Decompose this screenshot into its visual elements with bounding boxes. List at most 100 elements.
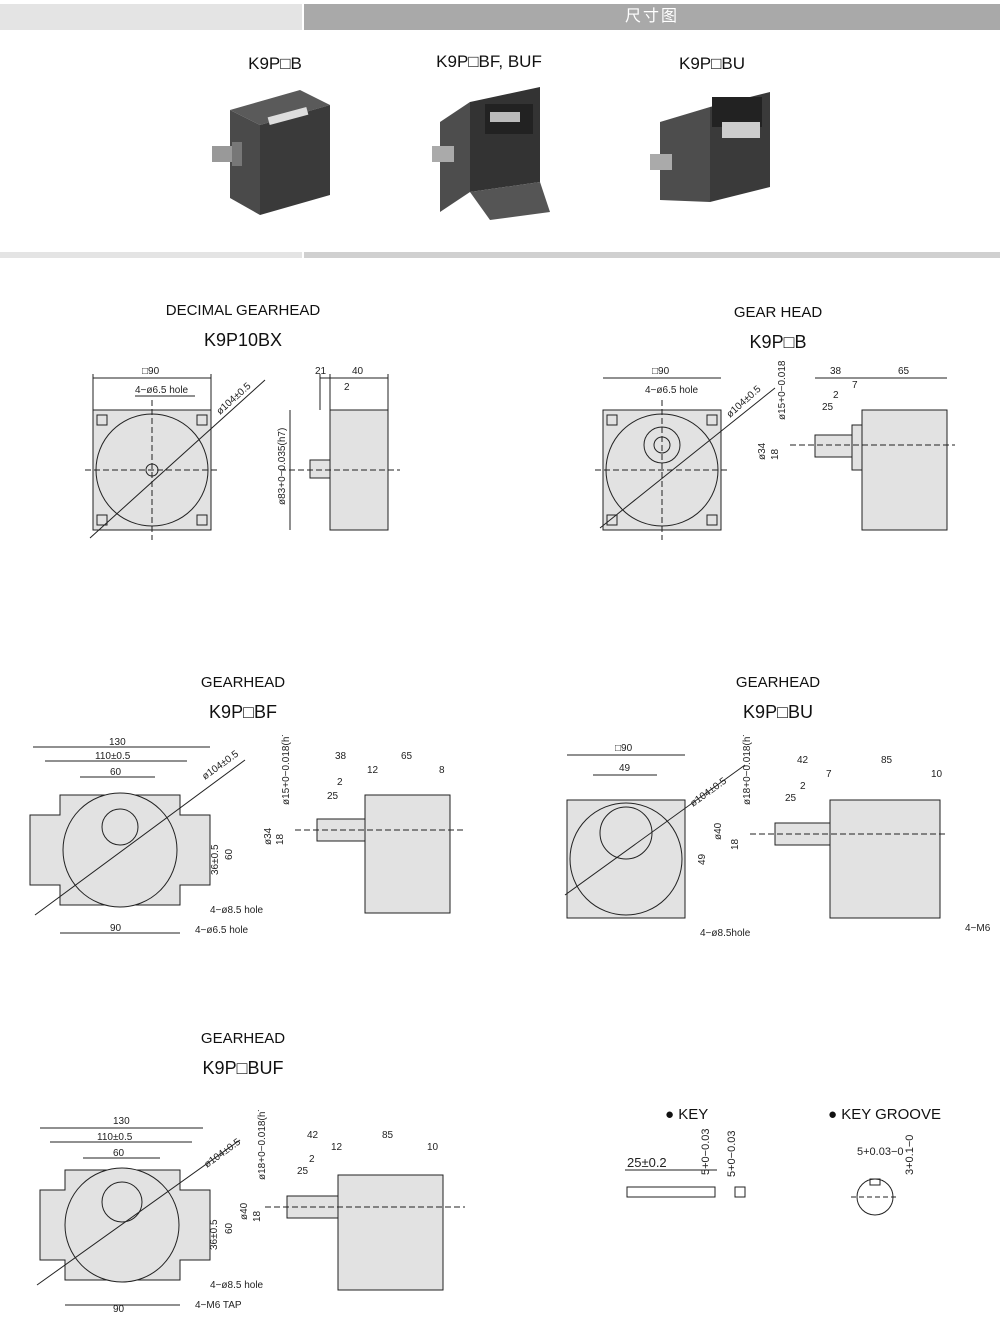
section3-title: GEARHEAD — [200, 674, 286, 691]
dim-25: 25 — [822, 402, 834, 413]
dim-38: 38 — [830, 366, 842, 377]
dim-42: 42 — [797, 755, 809, 766]
dim-25b: 25 — [327, 791, 339, 802]
dim-hole85: 4−ø8.5 hole — [210, 905, 264, 916]
product-model-3: K9P□BU — [678, 54, 746, 73]
dim-2b: 2 — [833, 390, 839, 401]
dim-110b: 110±0.5 — [97, 1132, 133, 1143]
drawing-k9pbu: □90 49 ø104±0.5 42 85 10 7 2 25 ø18+0−0.… — [564, 735, 991, 939]
groove-dim-5: 5+0.03−0 — [857, 1146, 904, 1158]
dim-25d: 25 — [297, 1166, 309, 1177]
groove-dim-3: 3+0.1−0 — [904, 1135, 916, 1175]
dim-d18h7: ø18+0−0.018(h7) — [742, 735, 753, 805]
dim-hole65: 4−ø6.5 hole — [135, 385, 189, 396]
dim-36: 36±0.5 — [210, 844, 221, 875]
dim-d34: ø34 — [757, 442, 768, 460]
drawing-k9pb: □90 4−ø6.5 hole ø104±0.5 38 65 7 2 25 ø1… — [595, 360, 955, 540]
dim-2d: 2 — [800, 781, 806, 792]
dim-36b: 36±0.5 — [209, 1219, 220, 1250]
dim-18: 18 — [770, 448, 781, 460]
dim-10: 10 — [931, 769, 943, 780]
dim-hole85c: 4−ø8.5 hole — [210, 1280, 264, 1291]
motor-photo-3 — [650, 92, 770, 202]
dim-2e: 2 — [309, 1154, 315, 1165]
section4-title: GEARHEAD — [735, 674, 821, 691]
dim-90b: 90 — [113, 1304, 125, 1315]
motor-photo-1 — [212, 90, 330, 215]
dim-130b: 130 — [113, 1116, 130, 1127]
dim-60v: 60 — [224, 848, 235, 860]
dim-hole85b: 4−ø8.5hole — [700, 928, 751, 939]
dim-65b: 65 — [401, 751, 413, 762]
dim-d104-e: ø104±0.5 — [202, 1136, 243, 1170]
dim-7: 7 — [852, 380, 858, 391]
drawing-k9pbf: 130 110±0.5 60 ø104±0.5 90 4−ø8.5 hole 4… — [29, 735, 465, 936]
dim-sq90-d: □90 — [615, 743, 633, 754]
dim-12b: 12 — [331, 1142, 343, 1153]
key-dim-5a: 5+0−0.03 — [700, 1129, 712, 1176]
dim-d40: ø40 — [713, 822, 724, 840]
dim-21: 21 — [315, 366, 327, 377]
dim-m6: 4−M6 — [965, 923, 991, 934]
key-groove-title: ● KEY GROOVE — [828, 1106, 941, 1123]
dim-60: 60 — [110, 767, 122, 778]
dim-d15b: ø15+0−0.018(h7) — [281, 735, 292, 805]
dim-sq90-b: □90 — [652, 366, 670, 377]
header-banner: 尺寸图 — [0, 0, 1000, 30]
dim-d104: ø104±0.5 — [215, 381, 254, 418]
dim-d18h7b: ø18+0−0.018(h7) — [257, 1110, 268, 1180]
key-dim-25: 25±0.2 — [627, 1155, 667, 1170]
dim-d40b: ø40 — [239, 1202, 250, 1220]
product-model-1: K9P□B — [248, 54, 302, 73]
banner-title: 尺寸图 — [304, 4, 1000, 30]
dim-42b: 42 — [307, 1130, 319, 1141]
dim-10b: 10 — [427, 1142, 439, 1153]
section5-title: GEARHEAD — [200, 1030, 286, 1047]
section2-title: GEAR HEAD — [733, 304, 823, 321]
dim-25c: 25 — [785, 793, 797, 804]
product-model-2: K9P□BF, BUF — [436, 52, 542, 71]
dim-hole65-b: 4−ø6.5 hole — [645, 385, 699, 396]
dim-130: 130 — [109, 737, 126, 748]
dim-60b: 60 — [113, 1148, 125, 1159]
dim-85: 85 — [881, 755, 893, 766]
dim-90: 90 — [110, 923, 122, 934]
key-title: ● KEY — [665, 1106, 709, 1123]
dim-8: 8 — [439, 765, 445, 776]
drawing-k9pbuf: 130 110±0.5 60 ø104±0.5 90 4−ø8.5 hole 4… — [36, 1110, 465, 1315]
key-drawings: 25±0.2 5+0−0.03 5+0−0.03 5+0.03−0 3+0.1−… — [625, 1129, 916, 1216]
dim-d15: ø15+0−0.018(h7) — [777, 360, 788, 420]
dim-sq90: □90 — [142, 366, 160, 377]
section3-model: K9P□BF — [209, 702, 277, 722]
section5-model: K9P□BUF — [202, 1058, 284, 1078]
dim-60vb: 60 — [224, 1222, 235, 1234]
section-divider — [0, 252, 1000, 258]
section2-model: K9P□B — [749, 332, 807, 352]
dim-d83: ø83+0−0.035(h7) — [277, 428, 288, 505]
dim-49: 49 — [619, 763, 631, 774]
dim-12: 12 — [367, 765, 379, 776]
dim-18b: 18 — [275, 833, 286, 845]
section1-title: DECIMAL GEARHEAD — [165, 302, 321, 319]
dim-49v: 49 — [697, 853, 708, 865]
dim-d104-d: ø104±0.5 — [688, 775, 729, 809]
drawing-k9p10bx: □90 4−ø6.5 hole ø104±0.5 21 40 2 ø83+0−0… — [85, 366, 400, 540]
dim-85b: 85 — [382, 1130, 394, 1141]
section4-model: K9P□BU — [743, 702, 813, 722]
dim-7b: 7 — [826, 769, 832, 780]
dim-m6tap: 4−M6 TAP — [195, 1300, 242, 1311]
dim-40: 40 — [352, 366, 364, 377]
dim-d34b: ø34 — [263, 827, 274, 845]
dim-hole65b: 4−ø6.5 hole — [195, 925, 249, 936]
dim-110: 110±0.5 — [95, 751, 131, 762]
banner-left-bar — [0, 4, 302, 30]
motor-photo-2 — [432, 87, 550, 220]
dim-2c: 2 — [337, 777, 343, 788]
section1-model: K9P10BX — [203, 330, 283, 350]
dim-38b: 38 — [335, 751, 347, 762]
dim-2: 2 — [344, 382, 350, 393]
dim-18c: 18 — [730, 838, 741, 850]
dim-18d: 18 — [252, 1210, 263, 1222]
key-dim-5b: 5+0−0.03 — [726, 1131, 738, 1178]
dim-65: 65 — [898, 366, 910, 377]
